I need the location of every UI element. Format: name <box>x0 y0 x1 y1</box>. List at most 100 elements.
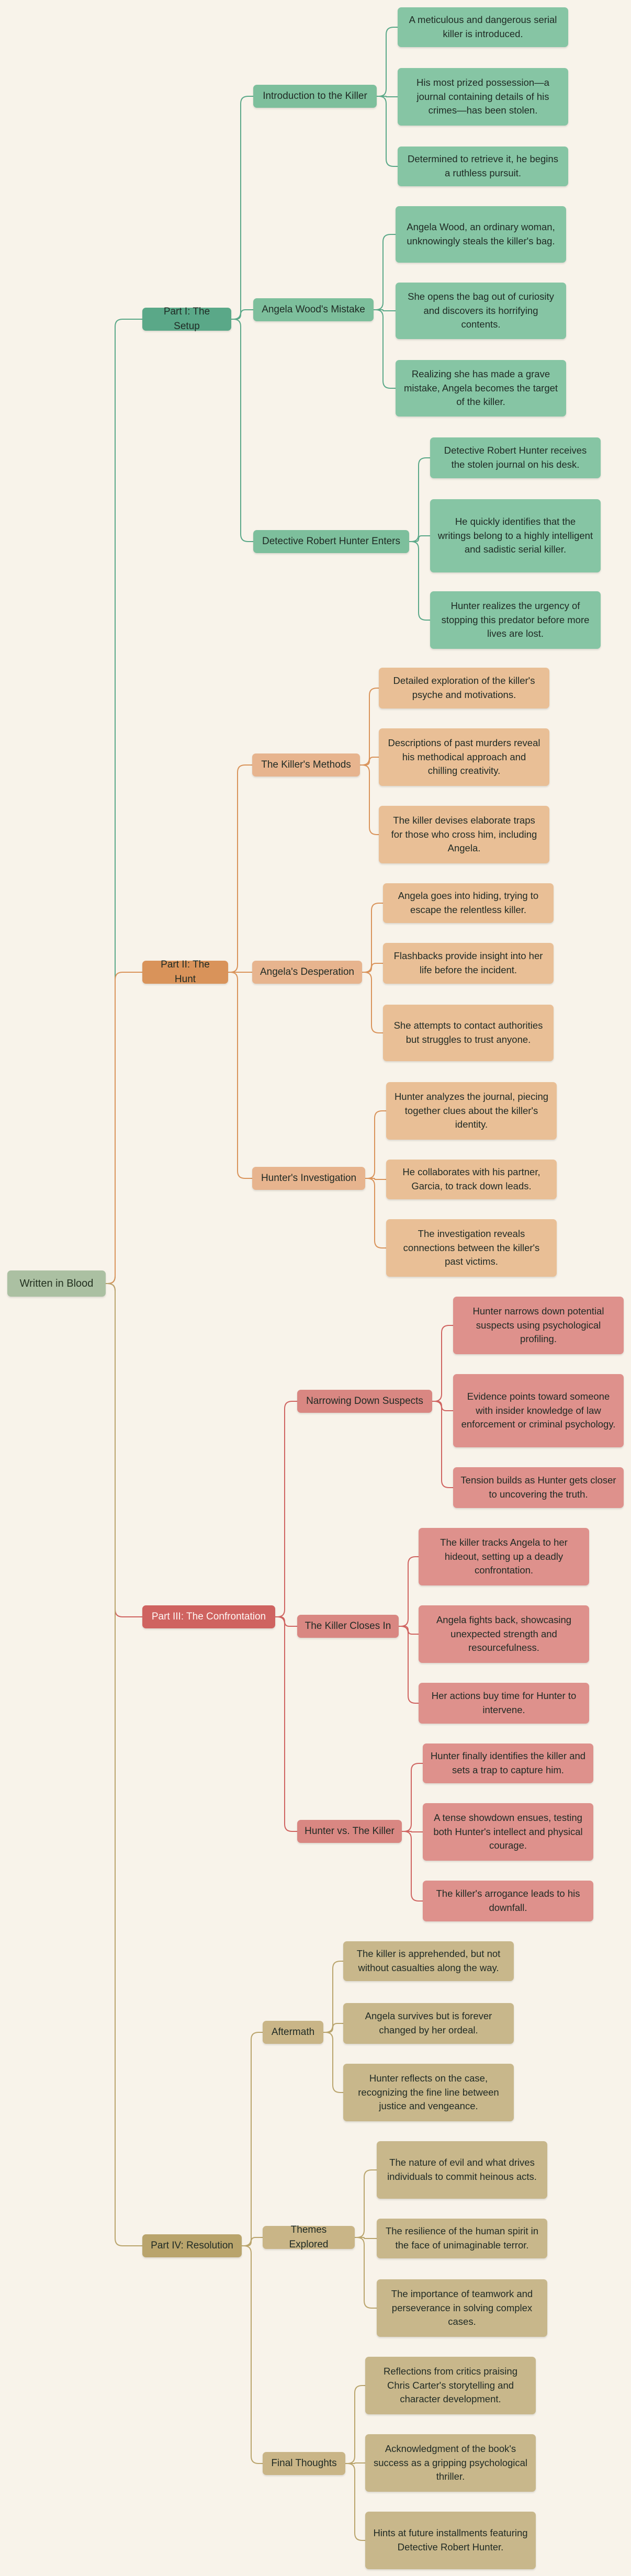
leaf-node-2-3-2-label: He collaborates with his partner, Garcia… <box>402 1166 540 1191</box>
connector-root-part-3 <box>106 1283 142 1617</box>
leaf-node-2-2-3[interactable]: She attempts to contact authorities but … <box>383 1005 554 1061</box>
leaf-node-3-1-2[interactable]: Evidence points toward someone with insi… <box>453 1374 624 1447</box>
leaf-node-2-3-1-label: Hunter analyzes the journal, piecing tog… <box>394 1090 549 1130</box>
leaf-node-1-3-1[interactable]: Detective Robert Hunter receives the sto… <box>430 437 601 478</box>
leaf-node-1-2-2[interactable]: She opens the bag out of curiosity and d… <box>396 283 566 339</box>
leaf-node-2-3-3-label: The investigation reveals connections be… <box>403 1228 540 1267</box>
leaf-node-1-2-1-label: Angela Wood, an ordinary woman, unknowin… <box>407 221 555 246</box>
leaf-node-1-1-1[interactable]: A meticulous and dangerous serial killer… <box>398 7 568 47</box>
root-node[interactable]: Written in Blood <box>7 1270 106 1297</box>
leaf-node-3-3-2-label: A tense showdown ensues, testing both Hu… <box>433 1812 583 1851</box>
leaf-node-1-1-1-label: A meticulous and dangerous serial killer… <box>409 14 557 39</box>
root-node-label: Written in Blood <box>19 1277 94 1289</box>
leaf-node-3-2-2-label: Angela fights back, showcasing unexpecte… <box>436 1614 572 1653</box>
section-node-2-1-label: The Killer's Methods <box>261 759 351 771</box>
leaf-node-2-3-2[interactable]: He collaborates with his partner, Garcia… <box>386 1160 557 1199</box>
section-node-4-1-label: Aftermath <box>271 2027 315 2038</box>
leaf-node-1-1-2-label: His most prized possession—a journal con… <box>416 76 549 116</box>
leaf-node-1-2-2-label: She opens the bag out of curiosity and d… <box>408 290 554 330</box>
leaf-node-2-3-3[interactable]: The investigation reveals connections be… <box>386 1219 557 1277</box>
section-node-4-2[interactable]: Themes Explored <box>263 2224 355 2250</box>
leaf-node-3-1-3[interactable]: Tension builds as Hunter gets closer to … <box>453 1467 624 1508</box>
connector-section-1-2-item-1 <box>374 234 396 310</box>
leaf-node-2-3-1[interactable]: Hunter analyzes the journal, piecing tog… <box>386 1082 557 1140</box>
leaf-node-2-1-1[interactable]: Detailed exploration of the killer's psy… <box>379 668 549 708</box>
connector-root-part-4 <box>106 1283 142 2246</box>
leaf-node-4-3-1[interactable]: Reflections from critics praising Chris … <box>365 2357 536 2414</box>
leaf-node-2-1-2[interactable]: Descriptions of past murders reveal his … <box>379 728 549 786</box>
section-node-2-1[interactable]: The Killer's Methods <box>252 753 360 777</box>
connector-section-3-2-item-3 <box>399 1626 419 1704</box>
leaf-node-4-3-3-label: Hints at future installments featuring D… <box>373 2527 528 2552</box>
leaf-node-4-1-2[interactable]: Angela survives but is forever changed b… <box>343 2003 514 2044</box>
section-node-3-1-label: Narrowing Down Suspects <box>306 1396 423 1407</box>
connector-part-3-section-3 <box>275 1616 297 1832</box>
leaf-node-1-3-2[interactable]: He quickly identifies that the writings … <box>430 499 601 572</box>
section-node-2-3[interactable]: Hunter's Investigation <box>252 1167 365 1190</box>
leaf-node-1-3-3[interactable]: Hunter realizes the urgency of stopping … <box>430 591 601 649</box>
leaf-node-4-2-3-label: The importance of teamwork and persevera… <box>391 2288 533 2327</box>
leaf-node-1-2-3[interactable]: Realizing she has made a grave mistake, … <box>396 360 566 417</box>
leaf-node-1-1-3[interactable]: Determined to retrieve it, he begins a r… <box>398 147 568 186</box>
connector-part-1-section-1 <box>231 96 253 320</box>
connector-section-3-3-item-3 <box>402 1831 423 1902</box>
leaf-node-2-1-3[interactable]: The killer devises elaborate traps for t… <box>379 806 549 863</box>
section-node-2-3-label: Hunter's Investigation <box>261 1173 357 1184</box>
leaf-node-3-3-2[interactable]: A tense showdown ensues, testing both Hu… <box>423 1803 593 1861</box>
leaf-node-1-3-2-label: He quickly identifies that the writings … <box>437 515 593 555</box>
connector-section-3-1-item-2 <box>432 1401 453 1411</box>
connector-part-1-section-2 <box>231 309 253 320</box>
section-node-4-3-label: Final Thoughts <box>271 2458 337 2469</box>
leaf-node-2-2-2[interactable]: Flashbacks provide insight into her life… <box>383 943 554 984</box>
leaf-node-2-2-3-label: She attempts to contact authorities but … <box>393 1020 543 1045</box>
section-node-2-2[interactable]: Angela's Desperation <box>252 961 362 984</box>
section-node-3-2[interactable]: The Killer Closes In <box>297 1615 399 1638</box>
leaf-node-4-2-1[interactable]: The nature of evil and what drives indiv… <box>377 2141 547 2199</box>
leaf-node-3-3-1[interactable]: Hunter finally identifies the killer and… <box>423 1743 593 1783</box>
section-node-1-1[interactable]: Introduction to the Killer <box>253 85 377 108</box>
section-node-1-2[interactable]: Angela Wood's Mistake <box>253 298 374 321</box>
part-node-4[interactable]: Part IV: Resolution <box>142 2234 242 2257</box>
leaf-node-3-3-3[interactable]: The killer's arrogance leads to his down… <box>423 1881 593 1921</box>
leaf-node-4-3-3[interactable]: Hints at future installments featuring D… <box>365 2512 536 2569</box>
leaf-node-3-1-2-label: Evidence points toward someone with insi… <box>461 1390 616 1430</box>
part-node-3[interactable]: Part III: The Confrontation <box>142 1605 275 1628</box>
leaf-node-2-2-1[interactable]: Angela goes into hiding, trying to escap… <box>383 883 554 923</box>
leaf-node-4-1-1[interactable]: The killer is apprehended, but not witho… <box>343 1941 514 1981</box>
connector-section-1-3-item-1 <box>409 457 430 542</box>
leaf-node-3-2-2[interactable]: Angela fights back, showcasing unexpecte… <box>419 1605 589 1663</box>
leaf-node-3-2-1[interactable]: The killer tracks Angela to her hideout,… <box>419 1528 589 1585</box>
leaf-node-4-1-3[interactable]: Hunter reflects on the case, recognizing… <box>343 2064 514 2121</box>
section-node-3-1[interactable]: Narrowing Down Suspects <box>297 1390 432 1413</box>
leaf-node-4-3-1-label: Reflections from critics praising Chris … <box>384 2365 517 2405</box>
connector-section-4-3-item-1 <box>345 2385 365 2464</box>
connector-section-4-1-item-3 <box>323 2032 343 2093</box>
leaf-node-3-1-1[interactable]: Hunter narrows down potential suspects u… <box>453 1297 624 1354</box>
connector-section-2-1-item-2 <box>360 757 379 766</box>
connector-root-part-1 <box>106 319 142 1284</box>
connector-section-2-2-item-3 <box>362 972 383 1033</box>
connector-section-4-2-item-1 <box>355 2169 377 2238</box>
leaf-node-3-2-3[interactable]: Her actions buy time for Hunter to inter… <box>419 1683 589 1724</box>
connector-section-3-2-item-1 <box>399 1556 419 1627</box>
section-node-4-3[interactable]: Final Thoughts <box>263 2452 345 2475</box>
leaf-node-4-3-2[interactable]: Acknowledgment of the book's success as … <box>365 2434 536 2492</box>
section-node-3-3[interactable]: Hunter vs. The Killer <box>297 1820 402 1843</box>
part-node-2[interactable]: Part II: The Hunt <box>142 959 228 985</box>
connector-section-1-2-item-2 <box>374 309 396 311</box>
connector-section-2-1-item-3 <box>360 764 379 835</box>
connector-section-4-1-item-2 <box>323 2023 343 2033</box>
leaf-node-2-1-2-label: Descriptions of past murders reveal his … <box>388 737 540 777</box>
leaf-node-1-1-2[interactable]: His most prized possession—a journal con… <box>398 68 568 126</box>
connector-section-3-3-item-2 <box>402 1831 423 1832</box>
section-node-1-3[interactable]: Detective Robert Hunter Enters <box>253 530 409 553</box>
connector-part-4-section-3 <box>242 2245 263 2464</box>
leaf-node-4-1-2-label: Angela survives but is forever changed b… <box>365 2010 492 2035</box>
leaf-node-2-2-2-label: Flashbacks provide insight into her life… <box>393 950 543 975</box>
leaf-node-1-2-1[interactable]: Angela Wood, an ordinary woman, unknowin… <box>396 206 566 263</box>
connector-part-3-section-2 <box>275 1616 297 1627</box>
leaf-node-4-2-3[interactable]: The importance of teamwork and persevera… <box>377 2279 547 2337</box>
section-node-4-1[interactable]: Aftermath <box>263 2021 323 2044</box>
part-node-1[interactable]: Part I: The Setup <box>142 306 231 332</box>
leaf-node-4-2-2[interactable]: The resilience of the human spirit in th… <box>377 2219 547 2258</box>
